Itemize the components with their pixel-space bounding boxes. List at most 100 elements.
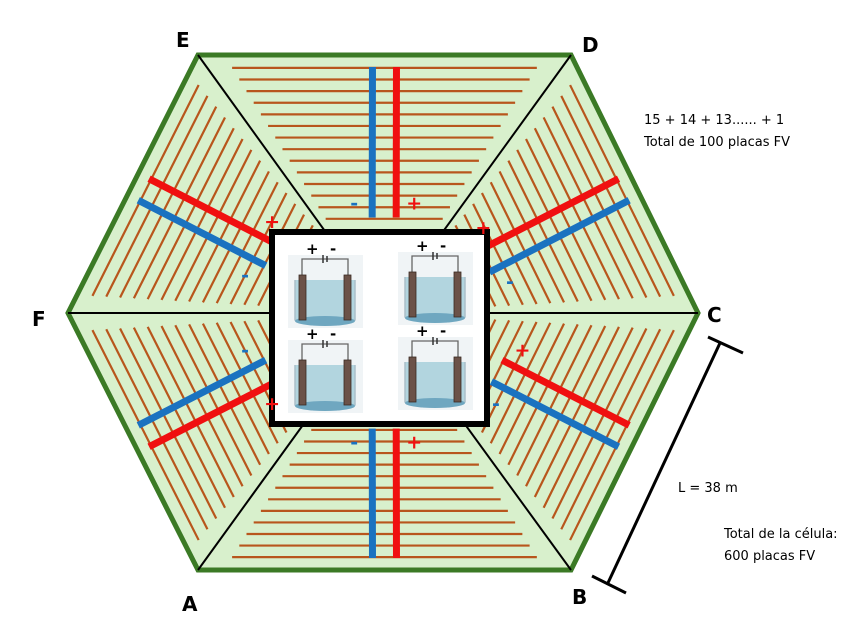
pv-panel-row bbox=[542, 327, 634, 509]
pv-panel-row bbox=[174, 324, 253, 477]
electrolysis-beakers: +-+-+-+- bbox=[288, 237, 473, 413]
positive-terminal-label: + bbox=[264, 393, 280, 415]
pv-panel-row bbox=[480, 192, 538, 305]
pv-panel-row bbox=[560, 95, 662, 298]
positive-terminal-label: + bbox=[264, 211, 280, 233]
pv-panel-row bbox=[498, 323, 566, 455]
electrode bbox=[298, 274, 307, 321]
pv-panel-row bbox=[174, 149, 253, 302]
pv-panel-row bbox=[472, 203, 524, 306]
beaker-minus-label: - bbox=[440, 322, 446, 340]
pv-panel-row bbox=[201, 170, 270, 303]
electrode bbox=[343, 274, 352, 321]
negative-busbar bbox=[136, 197, 268, 269]
pv-panel-row bbox=[533, 127, 620, 300]
electrolysis-beaker: +- bbox=[288, 240, 363, 328]
beaker-minus-label: - bbox=[330, 325, 336, 343]
vertex-label-d: D bbox=[582, 33, 599, 57]
pv-panel-row bbox=[229, 192, 288, 305]
pv-panel-row bbox=[525, 325, 607, 487]
beaker-minus-label: - bbox=[330, 240, 336, 258]
beaker-plus-label: + bbox=[306, 240, 319, 258]
positive-terminal-label: + bbox=[406, 193, 422, 215]
positive-terminal-label: + bbox=[475, 217, 491, 239]
pv-panel-row bbox=[105, 328, 209, 530]
vertex-label-e: E bbox=[176, 28, 190, 52]
beaker-plus-label: + bbox=[306, 325, 319, 343]
negative-terminal-label: - bbox=[241, 339, 249, 361]
electrolysis-beaker: +- bbox=[398, 322, 473, 410]
pv-panel-row bbox=[498, 170, 566, 303]
negative-terminal-label: - bbox=[241, 264, 249, 286]
positive-busbar bbox=[147, 378, 279, 450]
pv-panel-row bbox=[188, 160, 262, 303]
beaker-minus-label: - bbox=[440, 237, 446, 255]
negative-busbar bbox=[487, 197, 631, 276]
pv-panel-row bbox=[551, 106, 648, 298]
pv-panel-row bbox=[91, 329, 200, 541]
pv-panel-row bbox=[507, 160, 579, 303]
pv-panel-row bbox=[146, 326, 235, 498]
negative-terminal-label: - bbox=[506, 271, 514, 293]
beaker-plus-label: + bbox=[416, 237, 429, 255]
series-note: 15 + 14 + 13...... + 1 bbox=[644, 113, 784, 128]
vertex-label-f: F bbox=[32, 307, 46, 331]
positive-terminal-label: + bbox=[515, 339, 531, 361]
negative-terminal-label: - bbox=[350, 193, 358, 215]
pv-panel-row bbox=[516, 324, 593, 477]
negative-terminal-label: - bbox=[350, 432, 358, 454]
negative-busbar bbox=[136, 357, 268, 429]
pv-panel-row bbox=[560, 328, 662, 530]
pv-panel-row bbox=[516, 149, 593, 302]
pv-panel-row bbox=[525, 138, 607, 301]
positive-terminal-label: + bbox=[406, 432, 422, 454]
pv-panel-row bbox=[132, 116, 226, 299]
sector-total-note: Total de 100 placas FV bbox=[643, 135, 790, 150]
pv-panel-row bbox=[215, 181, 279, 304]
negative-terminal-label: - bbox=[492, 393, 500, 415]
vertex-label-c: C bbox=[707, 303, 722, 327]
beaker-plus-label: + bbox=[416, 322, 429, 340]
cell-total-line2: 600 placas FV bbox=[724, 549, 815, 564]
electrode bbox=[343, 359, 352, 406]
pv-panel-row bbox=[489, 181, 552, 304]
pv-panel-row bbox=[551, 327, 648, 520]
cell-total-line1: Total de la célula: bbox=[723, 527, 838, 542]
pv-panel-row bbox=[105, 95, 209, 298]
pv-panel-row bbox=[507, 323, 579, 466]
positive-busbar bbox=[147, 175, 279, 248]
positive-busbar bbox=[477, 175, 621, 254]
pv-panel-row bbox=[489, 322, 552, 444]
vertex-label-a: A bbox=[182, 592, 198, 616]
vertex-label-b: B bbox=[572, 585, 587, 609]
terminal-labels: +-+-+-+-+-+- bbox=[241, 193, 530, 454]
pv-panel-row bbox=[132, 327, 226, 509]
electrode bbox=[408, 271, 417, 318]
electrode bbox=[453, 356, 462, 403]
pv-panel-row bbox=[91, 84, 200, 297]
sector-lower-right bbox=[445, 318, 675, 541]
pv-panel-row bbox=[188, 323, 262, 466]
pv-panel-row bbox=[569, 329, 675, 541]
pv-panel-row bbox=[569, 84, 675, 297]
pv-panel-row bbox=[542, 116, 634, 299]
positive-busbar bbox=[500, 356, 631, 429]
electrode bbox=[408, 356, 417, 403]
pv-panel-row bbox=[146, 127, 235, 300]
electrolysis-beaker: +- bbox=[398, 237, 473, 325]
pv-panel-row bbox=[160, 138, 244, 301]
pv-panel-row bbox=[119, 106, 218, 298]
pv-panel-row bbox=[215, 322, 279, 444]
pv-panel-row bbox=[480, 321, 538, 433]
pv-panel-row bbox=[119, 327, 218, 520]
electrolysis-beaker: +- bbox=[288, 325, 363, 413]
pv-panel-row bbox=[533, 326, 620, 498]
negative-busbar bbox=[489, 378, 621, 450]
pv-panel-row bbox=[201, 323, 270, 455]
pv-panel-row bbox=[160, 325, 244, 487]
length-dimension bbox=[591, 335, 744, 595]
length-label: L = 38 m bbox=[678, 481, 738, 496]
electrode bbox=[298, 359, 307, 406]
